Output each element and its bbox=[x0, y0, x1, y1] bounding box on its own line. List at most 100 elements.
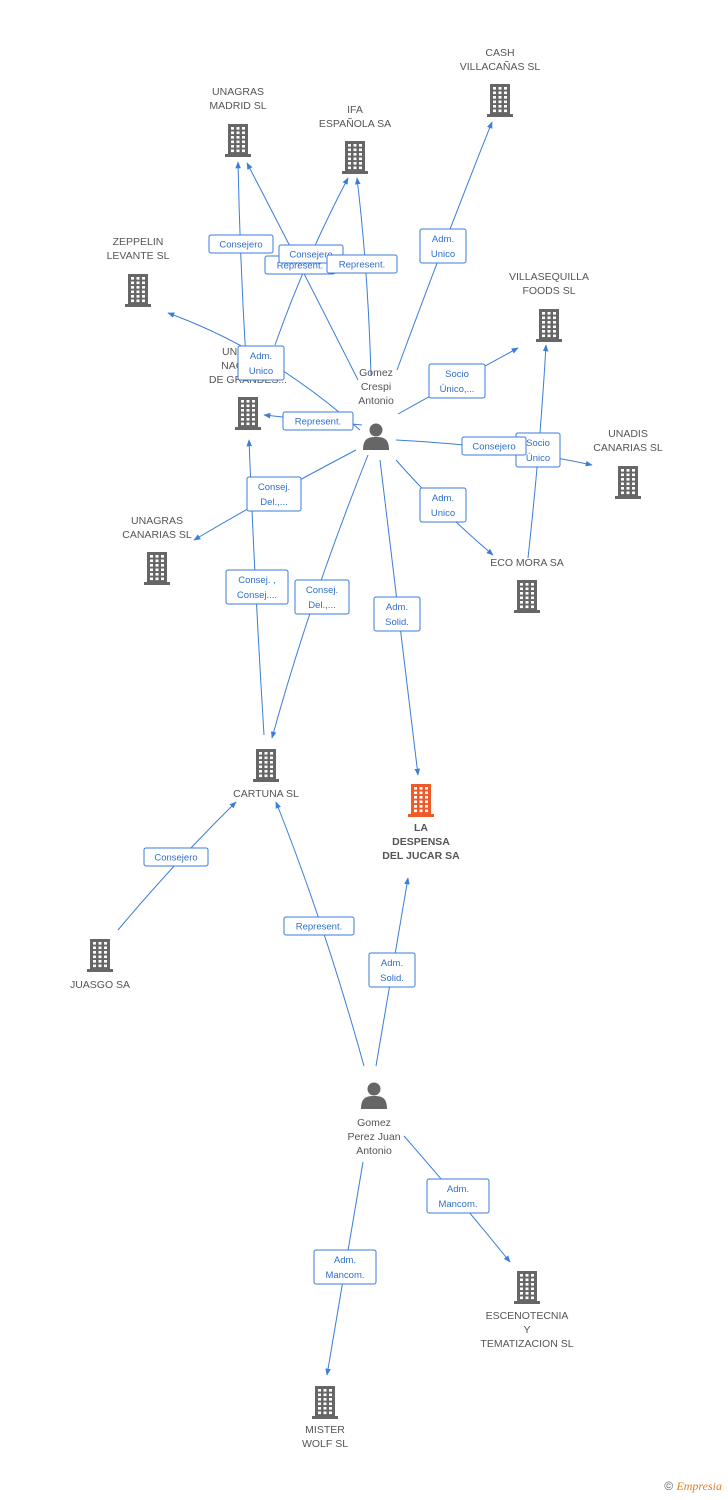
edge-label-box[interactable]: Adm.Mancom. bbox=[426, 1178, 490, 1214]
node-juasgo[interactable]: JUASGO SA bbox=[70, 939, 130, 991]
edge-label-box[interactable]: Consejero bbox=[461, 436, 527, 456]
empresia-logo[interactable]: Empresia bbox=[676, 1479, 722, 1493]
building-icon bbox=[125, 274, 151, 307]
edge-label-text: Solid. bbox=[380, 973, 404, 984]
edge-label-box[interactable]: Consej. , Consej.... bbox=[225, 569, 289, 605]
node-label: VILLACAÑAS SL bbox=[460, 60, 541, 73]
node-label: DEL JUCAR SA bbox=[382, 850, 460, 862]
node-label: VILLASEQUILLA bbox=[509, 271, 589, 283]
node-label: IFA bbox=[347, 104, 363, 116]
building-icon bbox=[514, 1271, 540, 1304]
edge-label-text: Del.,... bbox=[260, 497, 287, 508]
edge-gomez_crespi-to-ifa bbox=[354, 177, 372, 376]
node-label: Perez Juan bbox=[347, 1131, 400, 1143]
node-unagras_madrid[interactable]: UNAGRAS MADRID SL bbox=[209, 86, 267, 157]
building-icon bbox=[408, 784, 434, 817]
edge-label-text: Mancom. bbox=[325, 1270, 364, 1281]
edge-label-text: Consejero bbox=[154, 853, 197, 864]
copyright-symbol: © bbox=[664, 1479, 674, 1493]
edge-label-box[interactable]: Represent. bbox=[326, 254, 398, 274]
node-label: CASH bbox=[485, 47, 514, 59]
edge-label-text: Único,... bbox=[440, 384, 475, 395]
node-label: Gomez bbox=[359, 367, 393, 379]
edge-label-text: Unico bbox=[431, 249, 455, 260]
node-label: Antonio bbox=[358, 395, 394, 407]
edge-label-text: Consej.... bbox=[237, 590, 277, 601]
edge-label-text: Consejero bbox=[289, 250, 332, 261]
building-icon bbox=[487, 84, 513, 117]
edge-label-text: Represent. bbox=[296, 922, 342, 933]
node-label: UNADIS bbox=[608, 428, 648, 440]
edge-label-box[interactable]: Adm. Mancom. bbox=[313, 1249, 377, 1285]
building-icon bbox=[536, 309, 562, 342]
building-icon bbox=[87, 939, 113, 972]
edge-label-box[interactable]: Represent. bbox=[282, 411, 354, 431]
edge-label-box[interactable]: Adm.Solid. bbox=[373, 596, 421, 632]
building-icon bbox=[225, 124, 251, 157]
building-icon bbox=[144, 552, 170, 585]
node-label: FOODS SL bbox=[522, 285, 575, 297]
node-label: LA bbox=[414, 822, 428, 834]
node-label: MADRID SL bbox=[209, 100, 266, 112]
edge-label-text: Represent. bbox=[277, 261, 323, 272]
building-icon bbox=[312, 1386, 338, 1419]
edge-label-text: Socio bbox=[445, 369, 469, 380]
node-zeppelin[interactable]: ZEPPELIN LEVANTE SL bbox=[107, 236, 170, 307]
edge-label-box[interactable]: Adm. Unico bbox=[419, 228, 467, 264]
edge-label-text: Consej. , bbox=[238, 575, 276, 586]
edge-label-box[interactable]: Consejero bbox=[208, 234, 274, 254]
edge-label-text: Socio bbox=[526, 438, 550, 449]
edge-label-text: Adm. bbox=[447, 1184, 469, 1195]
edge-label-box[interactable]: Adm.Unico bbox=[419, 487, 467, 523]
edge-label-text: Adm. bbox=[432, 234, 454, 245]
edge-label-text: Del.,... bbox=[308, 600, 335, 611]
node-cartuna[interactable]: CARTUNA SL bbox=[233, 749, 299, 800]
edge-label-text: Represent. bbox=[295, 417, 341, 428]
edge-label-box[interactable]: SocioÚnico,... bbox=[428, 363, 486, 399]
node-label: ECO MORA SA bbox=[490, 557, 564, 569]
node-label: LEVANTE SL bbox=[107, 250, 170, 262]
edge-label-text: Unico bbox=[431, 508, 455, 519]
node-label: CANARIAS SL bbox=[593, 442, 663, 454]
edge-label-text: Consejero bbox=[472, 442, 515, 453]
edge-label-box[interactable]: Represent. bbox=[283, 916, 355, 936]
node-label: Antonio bbox=[356, 1145, 392, 1157]
edge-label-text: Unico bbox=[249, 366, 273, 377]
building-icon bbox=[342, 141, 368, 174]
edge-label-box[interactable]: Consej. Del.,... bbox=[246, 476, 302, 512]
edge-label-text: Adm. bbox=[386, 602, 408, 613]
building-icon bbox=[253, 749, 279, 782]
edge-label-box[interactable]: Adm. Unico bbox=[237, 345, 285, 381]
edge-label-box[interactable]: Consejero bbox=[143, 847, 209, 867]
node-label: ZEPPELIN bbox=[113, 236, 164, 248]
node-unadis[interactable]: UNADIS CANARIAS SL bbox=[593, 428, 663, 499]
edge-label-text: Consej. bbox=[258, 482, 290, 493]
edge-label-text: Adm. bbox=[250, 351, 272, 362]
edge-label-text: Adm. bbox=[334, 1255, 356, 1266]
edge-label-text: Consejero bbox=[219, 240, 262, 251]
node-label: CARTUNA SL bbox=[233, 788, 299, 800]
edge-label-text: Consej. bbox=[306, 585, 338, 596]
node-despensa[interactable]: LA DESPENSA DEL JUCAR SA bbox=[382, 784, 460, 862]
node-ecomora[interactable]: ECO MORA SA bbox=[490, 557, 564, 613]
node-villasequilla[interactable]: VILLASEQUILLA FOODS SL bbox=[509, 271, 589, 342]
edge-label-box[interactable]: Consej. Del.,... bbox=[294, 579, 350, 615]
edges-layer bbox=[117, 121, 593, 1376]
edge-label-box[interactable]: Adm.Solid. bbox=[368, 952, 416, 988]
person-icon bbox=[361, 1082, 387, 1109]
node-label: ESCENOTECNIA bbox=[486, 1310, 569, 1322]
node-label: Crespi bbox=[361, 381, 391, 393]
person-icon bbox=[363, 423, 389, 450]
node-label: JUASGO SA bbox=[70, 979, 130, 991]
node-label: Gomez bbox=[357, 1117, 391, 1129]
node-label: DESPENSA bbox=[392, 836, 450, 848]
node-label: UNAGRAS bbox=[212, 86, 264, 98]
